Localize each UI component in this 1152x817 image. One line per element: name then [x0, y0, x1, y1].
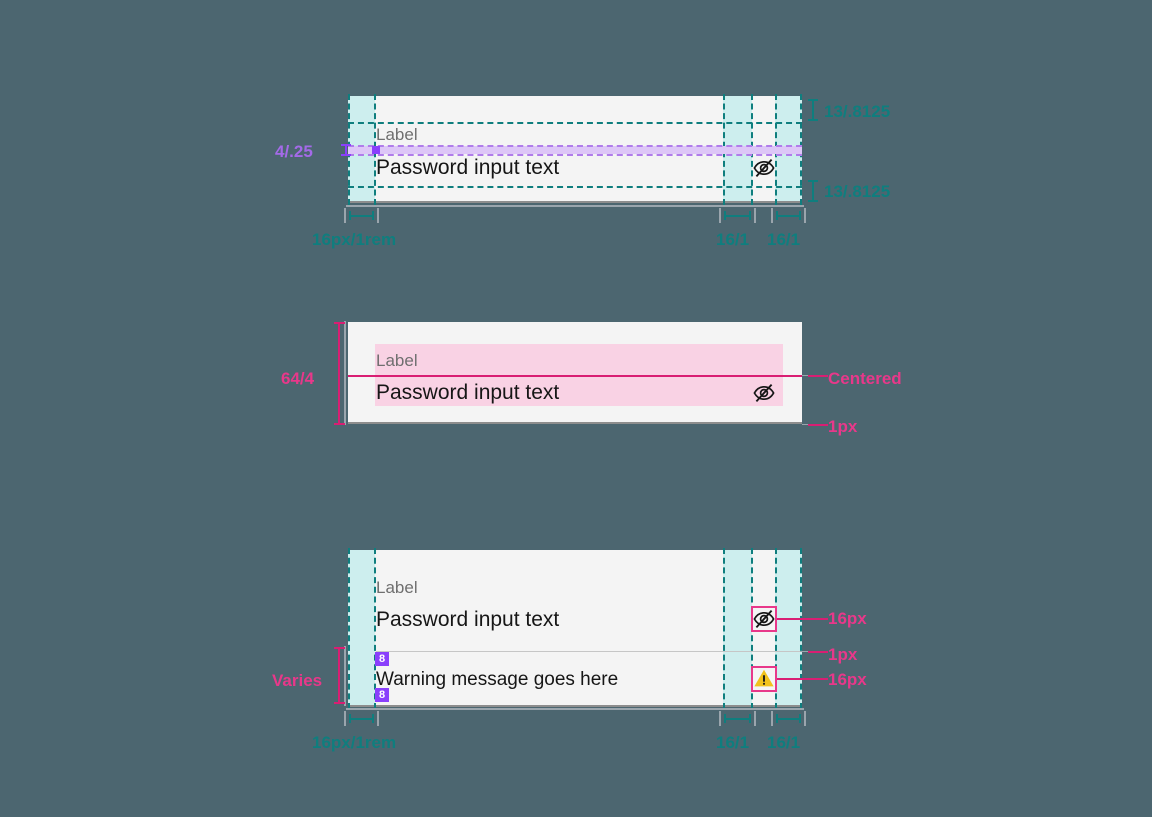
field-label: Label [376, 578, 418, 597]
left-padding-note: 16px/1rem [312, 230, 397, 249]
guide-h-bottom [348, 186, 802, 188]
reveal-icon-leader [777, 618, 828, 620]
icon-gap-band [723, 550, 752, 705]
guide-h-top [348, 122, 802, 124]
right-padding-tick [771, 711, 806, 726]
top-padding-tick [808, 99, 818, 121]
extension-line-field-bottom [346, 205, 804, 207]
warning-icon-note: 16px [828, 670, 867, 689]
baseline-guide-top [348, 145, 802, 147]
varies-extension-line [344, 646, 346, 706]
baseline-band [348, 146, 802, 154]
eye-off-icon[interactable] [752, 156, 776, 180]
guide-v-icon-left [723, 548, 725, 709]
warning-icon-leader [777, 678, 828, 680]
field-value: Password input text [376, 608, 560, 631]
center-leader [808, 375, 828, 377]
field-value: Password input text [376, 156, 560, 179]
right-padding-note: 16/1 [767, 733, 801, 752]
divider-note: 1px [828, 645, 858, 664]
baseline-guide-bottom [348, 154, 802, 156]
bottom-padding-note: 13/.8125 [824, 182, 891, 201]
varies-note: Varies [272, 671, 323, 690]
field-label: Label [376, 125, 418, 144]
baseline-anchor-dot [372, 146, 380, 154]
varies-height-tick [334, 647, 345, 704]
spacing-badge-bottom: 8 [375, 688, 389, 702]
height-extension-top [344, 321, 346, 425]
left-padding-note: 16px/1rem [312, 733, 397, 752]
bottom-padding-tick [808, 180, 818, 202]
border-leader [808, 424, 828, 426]
icon-gap-tick [719, 711, 756, 726]
guide-v-left-outer [348, 548, 350, 709]
border-note: 1px [828, 417, 858, 436]
icon-gap-tick [719, 208, 756, 223]
left-padding-tick [344, 208, 379, 223]
top-padding-note: 13/.8125 [824, 102, 891, 121]
right-padding-band [775, 550, 802, 705]
field-value: Password input text [376, 381, 560, 404]
warning-message: Warning message goes here [376, 669, 619, 690]
warning-icon-spec-box [751, 666, 777, 692]
eye-off-icon[interactable] [752, 381, 776, 405]
icon-gap-note: 16/1 [716, 230, 750, 249]
height-tick [334, 322, 345, 425]
baseline-measure-tick [341, 144, 351, 156]
field-label: Label [376, 351, 418, 370]
right-padding-note: 16/1 [767, 230, 801, 249]
height-note: 64/4 [281, 369, 315, 388]
eye-off-icon[interactable] [752, 607, 776, 631]
centered-note: Centered [828, 369, 902, 388]
guide-v-right-outer [800, 548, 802, 709]
left-padding-tick [344, 711, 379, 726]
divider-leader [808, 651, 828, 653]
left-padding-band [348, 550, 375, 705]
guide-v-left-inner [374, 548, 376, 709]
spacing-badge-top: 8 [375, 652, 389, 666]
icon-gap-note: 16/1 [716, 733, 750, 752]
reveal-icon-note: 16px [828, 609, 867, 628]
center-line [348, 375, 802, 377]
divider-rule [376, 651, 800, 652]
reveal-icon-spec-box [751, 606, 777, 632]
warning-triangle-icon [753, 667, 775, 689]
right-padding-tick [771, 208, 806, 223]
baseline-note: 4/.25 [275, 142, 313, 161]
extension-line-field-bottom [346, 708, 804, 710]
